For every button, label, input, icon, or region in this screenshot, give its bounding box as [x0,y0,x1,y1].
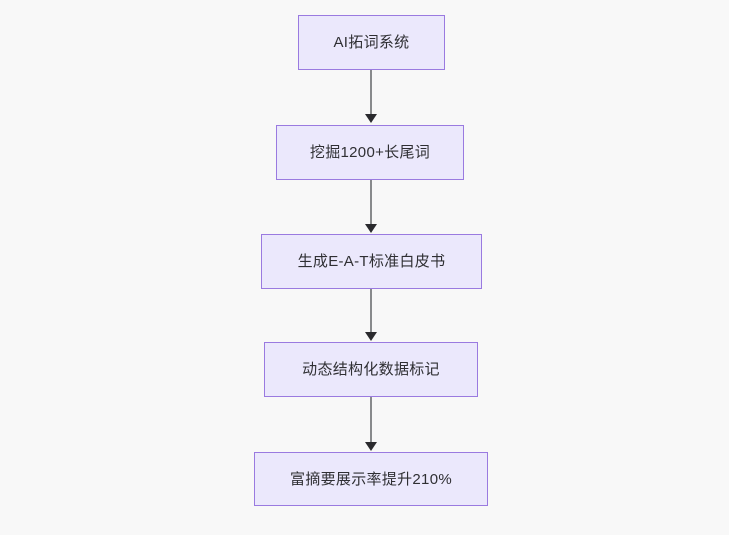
flow-arrowhead-n2-n3 [365,224,377,233]
flow-edge-n2-n3 [370,180,372,226]
flow-node-n5[interactable]: 富摘要展示率提升210% [254,452,488,506]
flow-node-n1[interactable]: AI拓词系统 [298,15,445,70]
flow-node-label: 生成E-A-T标准白皮书 [297,253,446,270]
flow-arrowhead-n1-n2 [365,114,377,123]
flow-edge-n1-n2 [370,70,372,116]
flow-edge-n3-n4 [370,289,372,334]
flow-node-label: 挖掘1200+长尾词 [309,144,431,161]
flow-edge-n4-n5 [370,397,372,443]
flow-node-n4[interactable]: 动态结构化数据标记 [264,342,478,397]
flow-node-n2[interactable]: 挖掘1200+长尾词 [276,125,464,180]
flow-node-label: AI拓词系统 [333,34,410,51]
flow-node-label: 富摘要展示率提升210% [290,470,452,488]
flow-arrowhead-n4-n5 [365,442,377,451]
flow-node-label: 动态结构化数据标记 [302,361,440,378]
flow-arrowhead-n3-n4 [365,332,377,341]
flow-node-n3[interactable]: 生成E-A-T标准白皮书 [261,234,482,289]
